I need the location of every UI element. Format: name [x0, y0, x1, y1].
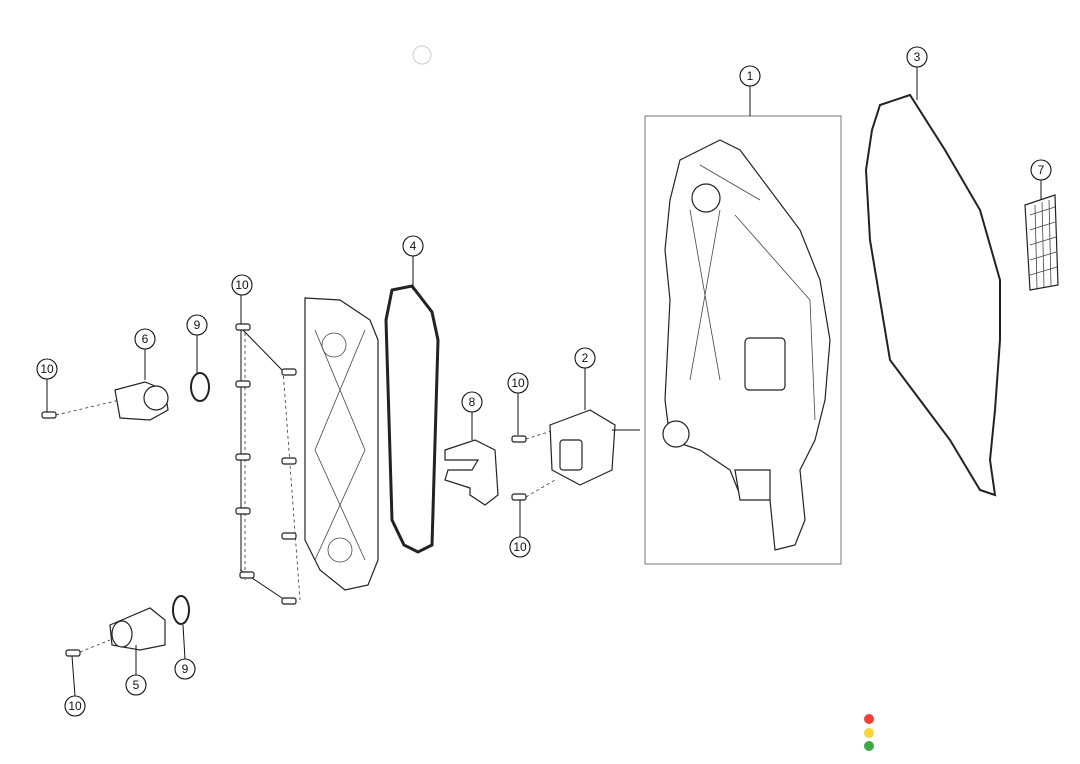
callout-10: 10	[64, 695, 86, 717]
svg-text:5: 5	[133, 678, 140, 692]
svg-text:10: 10	[513, 540, 527, 554]
callout-8: 8	[461, 391, 483, 413]
callout-10: 10	[36, 358, 58, 380]
part-4-seal[interactable]	[384, 284, 440, 554]
svg-text:8: 8	[469, 395, 476, 409]
callout-1: 1	[739, 65, 761, 87]
leader-lines	[46, 67, 1042, 697]
callout-4: 4	[402, 235, 424, 257]
part-8-bracket[interactable]	[444, 439, 499, 506]
svg-text:9: 9	[194, 318, 201, 332]
part-1-housing[interactable]	[644, 115, 842, 565]
svg-text:4: 4	[410, 239, 417, 253]
svg-text:1: 1	[747, 69, 754, 83]
callout-2: 2	[574, 347, 596, 369]
part-2-connector[interactable]	[525, 409, 640, 498]
svg-text:6: 6	[142, 332, 149, 346]
callout-3: 3	[906, 46, 928, 68]
svg-text:2: 2	[582, 351, 589, 365]
faint-circle-mark	[412, 45, 432, 65]
callout-6: 6	[134, 328, 156, 350]
svg-text:10: 10	[40, 362, 54, 376]
cover-plate[interactable]	[304, 297, 379, 591]
callout-9: 9	[174, 658, 196, 680]
svg-text:10: 10	[235, 278, 249, 292]
part-6-sensor[interactable]	[55, 381, 169, 421]
status-dot-green	[864, 741, 874, 751]
callout-10: 10	[509, 536, 531, 558]
callout-5: 5	[125, 674, 147, 696]
part-5-sensor[interactable]	[79, 607, 166, 653]
svg-text:10: 10	[511, 376, 525, 390]
svg-text:9: 9	[182, 662, 189, 676]
part-7-filter[interactable]	[1024, 194, 1059, 291]
svg-text:3: 3	[914, 50, 921, 64]
callout-10: 10	[231, 274, 253, 296]
status-dot-yellow	[864, 728, 874, 738]
callout-9: 9	[186, 314, 208, 336]
bolt-set	[41, 295, 527, 657]
part-3-gasket[interactable]	[864, 93, 1001, 497]
part-9-oring-top[interactable]	[190, 372, 210, 402]
svg-text:7: 7	[1038, 163, 1045, 177]
part-9-oring-bottom[interactable]	[172, 595, 190, 625]
callout-10: 10	[507, 372, 529, 394]
status-dot-red	[864, 714, 874, 724]
svg-text:10: 10	[68, 699, 82, 713]
callout-7: 7	[1030, 159, 1052, 181]
